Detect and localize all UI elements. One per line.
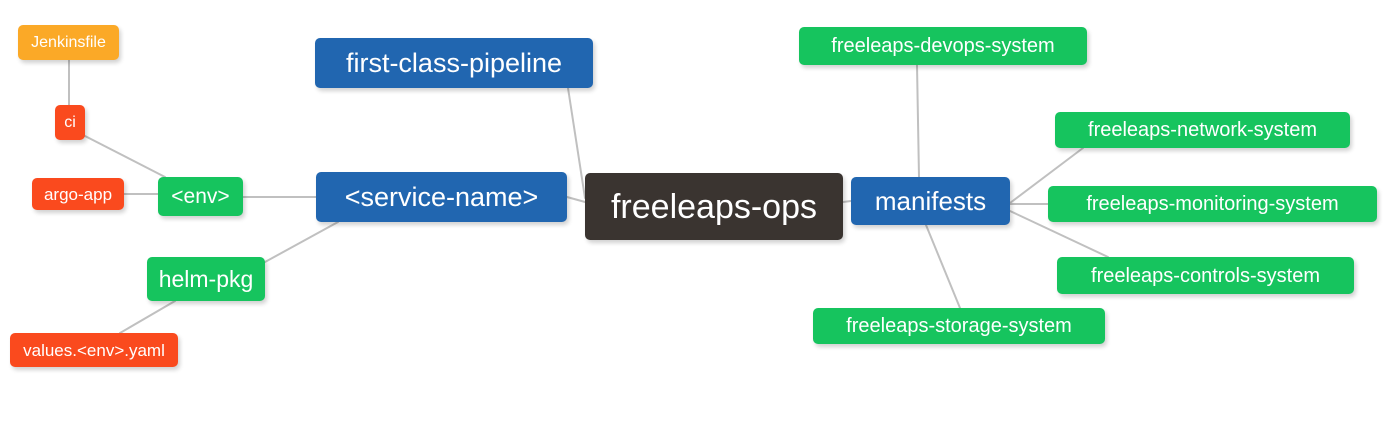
- node-values-env-yaml[interactable]: values.<env>.yaml: [10, 333, 178, 367]
- node-label: <service-name>: [344, 181, 539, 212]
- node-freeleaps-ops[interactable]: freeleaps-ops: [585, 173, 843, 240]
- edge-manifests-to-freeleaps-devops-system: [916, 64, 920, 178]
- edge-freeleaps-ops-to-manifests: [842, 200, 852, 203]
- node-label: freeleaps-storage-system: [846, 315, 1072, 337]
- node-argo-app[interactable]: argo-app: [32, 178, 124, 210]
- node-freeleaps-network-system[interactable]: freeleaps-network-system: [1055, 112, 1350, 148]
- node-label: Jenkinsfile: [31, 33, 106, 51]
- node-label: manifests: [874, 186, 987, 216]
- node-ci[interactable]: ci: [55, 105, 85, 140]
- node-env[interactable]: <env>: [158, 177, 243, 216]
- node-label: values.<env>.yaml: [23, 340, 165, 360]
- node-label: ci: [64, 113, 76, 131]
- node-manifests[interactable]: manifests: [851, 177, 1010, 225]
- edge-helm-pkg-to-values-env-yaml: [119, 300, 176, 334]
- node-label: freeleaps-network-system: [1088, 119, 1317, 141]
- node-label: argo-app: [43, 184, 113, 204]
- node-label: helm-pkg: [158, 265, 254, 292]
- edge-freeleaps-ops-to-first-class-pipeline: [567, 87, 586, 199]
- node-label: freeleaps-controls-system: [1091, 264, 1320, 287]
- node-freeleaps-controls-system[interactable]: freeleaps-controls-system: [1057, 257, 1354, 294]
- node-label: freeleaps-devops-system: [831, 35, 1055, 57]
- node-label: first-class-pipeline: [345, 47, 563, 78]
- node-freeleaps-devops-system[interactable]: freeleaps-devops-system: [799, 27, 1087, 65]
- node-first-class-pipeline[interactable]: first-class-pipeline: [315, 38, 593, 88]
- node-label: <env>: [171, 185, 230, 208]
- node-label: freeleaps-monitoring-system: [1086, 193, 1339, 215]
- node-freeleaps-monitoring-system[interactable]: freeleaps-monitoring-system: [1048, 186, 1377, 222]
- node-label: freeleaps-ops: [610, 187, 817, 226]
- edge-manifests-to-freeleaps-storage-system: [925, 224, 961, 309]
- node-freeleaps-storage-system[interactable]: freeleaps-storage-system: [813, 308, 1105, 344]
- edge-service-name-to-helm-pkg: [264, 221, 339, 263]
- node-jenkinsfile[interactable]: Jenkinsfile: [18, 25, 119, 60]
- edge-freeleaps-ops-to-service-name: [566, 196, 586, 203]
- edge-env-to-ci: [84, 135, 166, 178]
- node-helm-pkg[interactable]: helm-pkg: [147, 257, 265, 301]
- node-service-name[interactable]: <service-name>: [316, 172, 567, 222]
